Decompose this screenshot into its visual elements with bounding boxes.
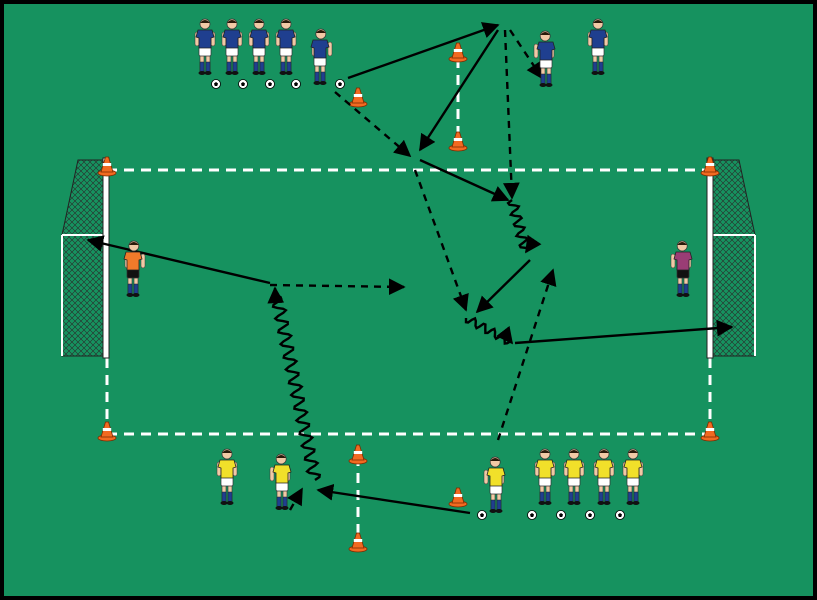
player-icon [593, 448, 615, 505]
player-icon [194, 18, 216, 75]
goal-icon [706, 157, 756, 359]
run-arrow [514, 319, 734, 345]
pass-arrow [287, 487, 304, 511]
pass-arrow [269, 278, 406, 296]
run-arrow [418, 29, 500, 152]
balls-layer [211, 79, 625, 520]
player-icon [310, 28, 333, 85]
player-icon [563, 448, 585, 505]
ball-icon [477, 510, 487, 520]
player-icon [216, 448, 238, 505]
ball-icon [238, 79, 248, 89]
cone-icon [97, 156, 117, 177]
pitch-grass [4, 4, 813, 596]
pass-arrow [509, 29, 543, 80]
player-icon [670, 240, 693, 297]
run-arrow [419, 158, 510, 202]
ball-icon [615, 510, 625, 520]
dribble-arrow [267, 286, 322, 481]
cone-icon [700, 156, 720, 177]
player-icon [123, 240, 146, 297]
player-icon [221, 18, 243, 75]
run-arrow [475, 259, 531, 314]
dribble-arrow [464, 316, 514, 345]
player-icon [622, 448, 644, 505]
players-layer [123, 18, 693, 513]
ball-icon [585, 510, 595, 520]
ball-icon [211, 79, 221, 89]
field-lines [105, 58, 712, 542]
run-arrow [316, 483, 471, 515]
run-arrow [86, 235, 271, 285]
run-arrow [347, 22, 500, 80]
player-icon [275, 18, 297, 75]
ball-icon [527, 510, 537, 520]
ball-icon [335, 79, 345, 89]
pass-arrow [496, 268, 557, 441]
cones-layer [97, 42, 720, 553]
arrows-layer [86, 22, 734, 515]
player-icon [587, 18, 609, 75]
pass-arrow [502, 29, 520, 200]
cone-icon [348, 87, 368, 108]
cone-icon [97, 421, 117, 442]
cone-icon [700, 421, 720, 442]
cone-icon [448, 131, 468, 152]
dribble-arrow [506, 199, 542, 254]
cone-icon [348, 532, 368, 553]
goal-icon [61, 157, 110, 359]
pass-arrow [334, 91, 412, 158]
cone-icon [448, 42, 468, 63]
player-icon [534, 448, 556, 505]
player-icon [269, 453, 292, 510]
player-icon [483, 456, 506, 513]
player-icon [533, 30, 556, 87]
player-icon [248, 18, 270, 75]
ball-icon [265, 79, 275, 89]
cone-icon [348, 444, 368, 465]
cone-icon [448, 487, 468, 508]
ball-icon [556, 510, 566, 520]
ball-icon [291, 79, 301, 89]
